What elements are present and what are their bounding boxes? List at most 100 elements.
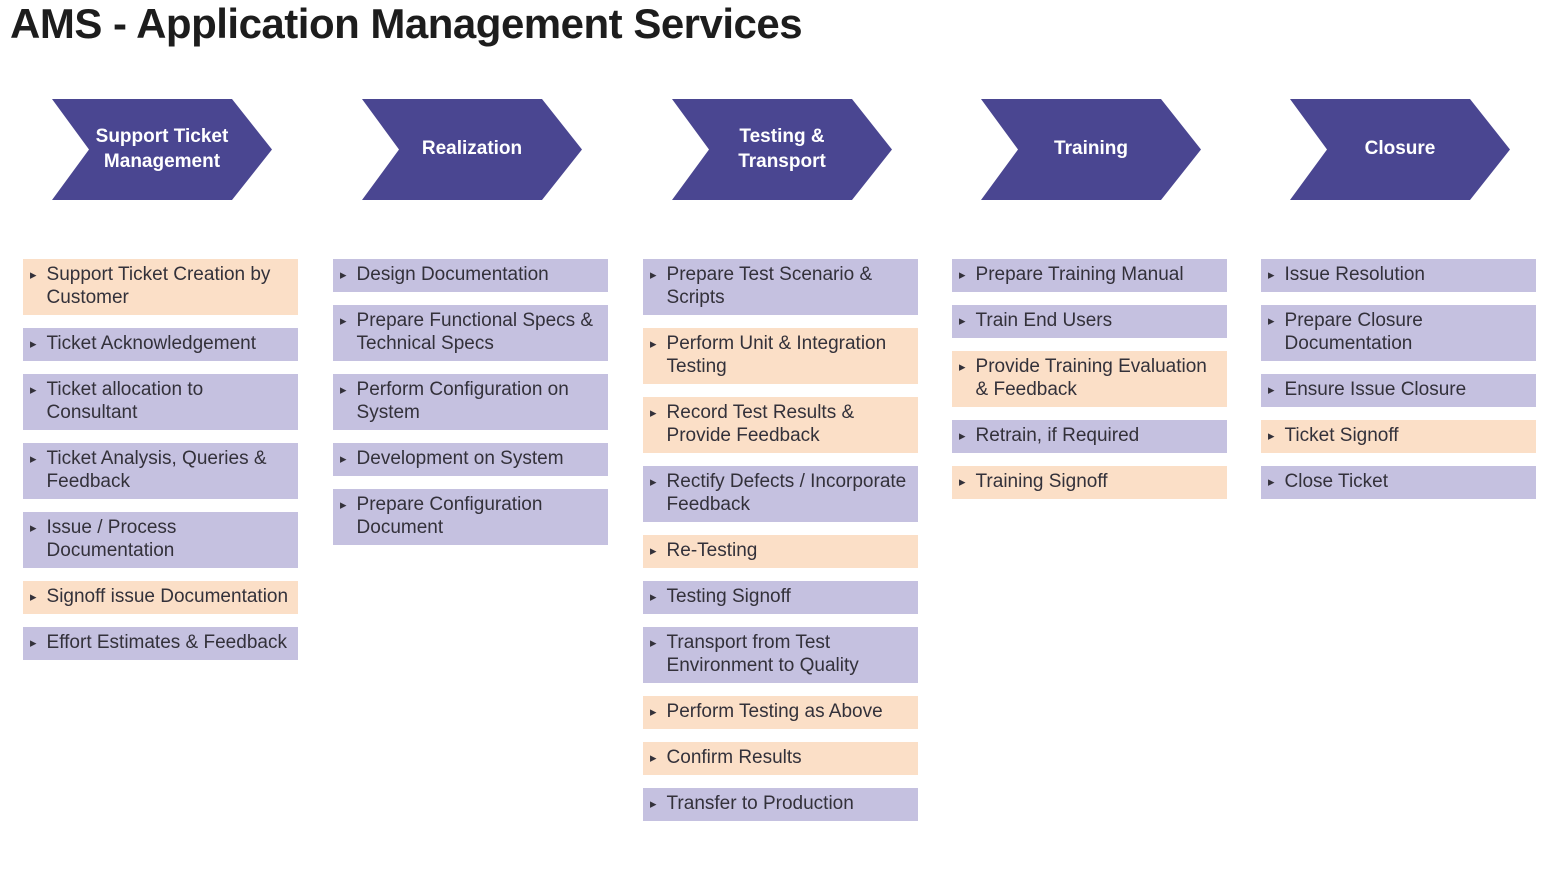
process-step-label: Transfer to Production (666, 793, 854, 814)
phase-step-list: ▸ Support Ticket Creation by Customer ▸ … (23, 259, 298, 660)
process-step-label: Ticket Analysis, Queries & Feedback (46, 448, 267, 492)
triangle-bullet-icon: ▸ (1268, 313, 1275, 328)
triangle-bullet-icon: ▸ (650, 267, 657, 282)
triangle-bullet-icon: ▸ (959, 359, 966, 374)
triangle-bullet-icon: ▸ (650, 474, 657, 489)
triangle-bullet-icon: ▸ (650, 750, 657, 765)
triangle-bullet-icon: ▸ (30, 336, 37, 351)
process-step-label: Design Documentation (356, 264, 549, 285)
phase-column: Realization ▸ Design Documentation ▸ Pre… (333, 99, 608, 545)
process-step-label: Testing Signoff (666, 586, 791, 607)
triangle-bullet-icon: ▸ (30, 589, 37, 604)
process-step: ▸ Support Ticket Creation by Customer (23, 259, 298, 315)
process-step-label: Provide Training Evaluation & Feedback (975, 356, 1207, 400)
process-step-label: Issue / Process Documentation (46, 517, 177, 561)
triangle-bullet-icon: ▸ (650, 796, 657, 811)
process-step-label: Ticket Acknowledgement (46, 333, 256, 354)
triangle-bullet-icon: ▸ (30, 635, 37, 650)
process-step: ▸ Effort Estimates & Feedback (23, 627, 298, 660)
triangle-bullet-icon: ▸ (30, 451, 37, 466)
phase-column: Support Ticket Management ▸ Support Tick… (23, 99, 298, 660)
process-step: ▸ Retrain, if Required (952, 420, 1227, 453)
triangle-bullet-icon: ▸ (30, 267, 37, 282)
process-step-label: Perform Testing as Above (666, 701, 883, 722)
process-step: ▸ Rectify Defects / Incorporate Feedback (643, 466, 918, 522)
process-step-label: Prepare Training Manual (975, 264, 1184, 285)
process-step: ▸ Train End Users (952, 305, 1227, 338)
triangle-bullet-icon: ▸ (650, 405, 657, 420)
triangle-bullet-icon: ▸ (340, 497, 347, 512)
process-step-label: Re-Testing (666, 540, 758, 561)
triangle-bullet-icon: ▸ (340, 451, 347, 466)
triangle-bullet-icon: ▸ (1268, 267, 1275, 282)
process-step-label: Ticket allocation to Consultant (46, 379, 204, 423)
process-step-label: Prepare Configuration Document (356, 494, 543, 538)
process-step-label: Prepare Functional Specs & Technical Spe… (356, 310, 594, 354)
process-step: ▸ Prepare Training Manual (952, 259, 1227, 292)
process-step-label: Effort Estimates & Feedback (46, 632, 287, 653)
process-step: ▸ Ensure Issue Closure (1261, 374, 1536, 407)
triangle-bullet-icon: ▸ (1268, 428, 1275, 443)
process-step-label: Rectify Defects / Incorporate Feedback (666, 471, 907, 515)
chevron-arrow-icon (362, 99, 582, 200)
triangle-bullet-icon: ▸ (959, 474, 966, 489)
process-step: ▸ Training Signoff (952, 466, 1227, 499)
process-step: ▸ Issue / Process Documentation (23, 512, 298, 568)
chevron-arrow-icon (672, 99, 892, 200)
process-step: ▸ Perform Testing as Above (643, 696, 918, 729)
process-step-label: Confirm Results (666, 747, 802, 768)
phase-label: Support Ticket Management (95, 125, 229, 172)
process-step-label: Development on System (356, 448, 564, 469)
phase-chevron: Testing & Transport (672, 99, 892, 200)
process-step-label: Close Ticket (1284, 471, 1389, 492)
triangle-bullet-icon: ▸ (650, 543, 657, 558)
process-step-label: Training Signoff (975, 471, 1108, 492)
phase-step-list: ▸ Issue Resolution ▸ Prepare Closure Doc… (1261, 259, 1536, 499)
triangle-bullet-icon: ▸ (650, 635, 657, 650)
triangle-bullet-icon: ▸ (650, 589, 657, 604)
process-step: ▸ Perform Unit & Integration Testing (643, 328, 918, 384)
triangle-bullet-icon: ▸ (1268, 382, 1275, 397)
process-step-label: Record Test Results & Provide Feedback (666, 402, 855, 446)
process-step: ▸ Ticket allocation to Consultant (23, 374, 298, 430)
process-step: ▸ Signoff issue Documentation (23, 581, 298, 614)
triangle-bullet-icon: ▸ (340, 267, 347, 282)
triangle-bullet-icon: ▸ (650, 336, 657, 351)
process-step-label: Ensure Issue Closure (1284, 379, 1467, 400)
triangle-bullet-icon: ▸ (959, 313, 966, 328)
process-step: ▸ Close Ticket (1261, 466, 1536, 499)
process-step: ▸ Testing Signoff (643, 581, 918, 614)
chevron-arrow-icon (1290, 99, 1510, 200)
process-step: ▸ Ticket Acknowledgement (23, 328, 298, 361)
phase-chevron: Support Ticket Management (52, 99, 272, 200)
phase-chevron: Closure (1290, 99, 1510, 200)
process-step: ▸ Development on System (333, 443, 608, 476)
process-step: ▸ Perform Configuration on System (333, 374, 608, 430)
process-step-label: Issue Resolution (1284, 264, 1425, 285)
phase-label: Realization (421, 138, 523, 160)
triangle-bullet-icon: ▸ (30, 520, 37, 535)
process-step: ▸ Prepare Configuration Document (333, 489, 608, 545)
phase-chevron: Realization (362, 99, 582, 200)
phase-column: Training ▸ Prepare Training Manual ▸ Tra… (952, 99, 1227, 499)
triangle-bullet-icon: ▸ (650, 704, 657, 719)
phase-step-list: ▸ Prepare Training Manual ▸ Train End Us… (952, 259, 1227, 499)
triangle-bullet-icon: ▸ (959, 267, 966, 282)
process-step-label: Perform Unit & Integration Testing (666, 333, 887, 377)
phase-chevron: Training (981, 99, 1201, 200)
process-step: ▸ Transport from Test Environment to Qua… (643, 627, 918, 683)
process-step-label: Transport from Test Environment to Quali… (666, 632, 859, 676)
process-step: ▸ Design Documentation (333, 259, 608, 292)
phase-step-list: ▸ Design Documentation ▸ Prepare Functio… (333, 259, 608, 545)
triangle-bullet-icon: ▸ (30, 382, 37, 397)
triangle-bullet-icon: ▸ (340, 382, 347, 397)
process-step-label: Ticket Signoff (1284, 425, 1399, 446)
process-step-label: Signoff issue Documentation (46, 586, 289, 607)
phase-column: Testing & Transport ▸ Prepare Test Scena… (643, 99, 918, 821)
process-step-label: Support Ticket Creation by Customer (46, 264, 271, 308)
process-step: ▸ Transfer to Production (643, 788, 918, 821)
phase-label: Testing & Transport (738, 125, 826, 172)
process-step-label: Prepare Closure Documentation (1284, 310, 1423, 354)
phase-step-list: ▸ Prepare Test Scenario & Scripts ▸ Perf… (643, 259, 918, 821)
